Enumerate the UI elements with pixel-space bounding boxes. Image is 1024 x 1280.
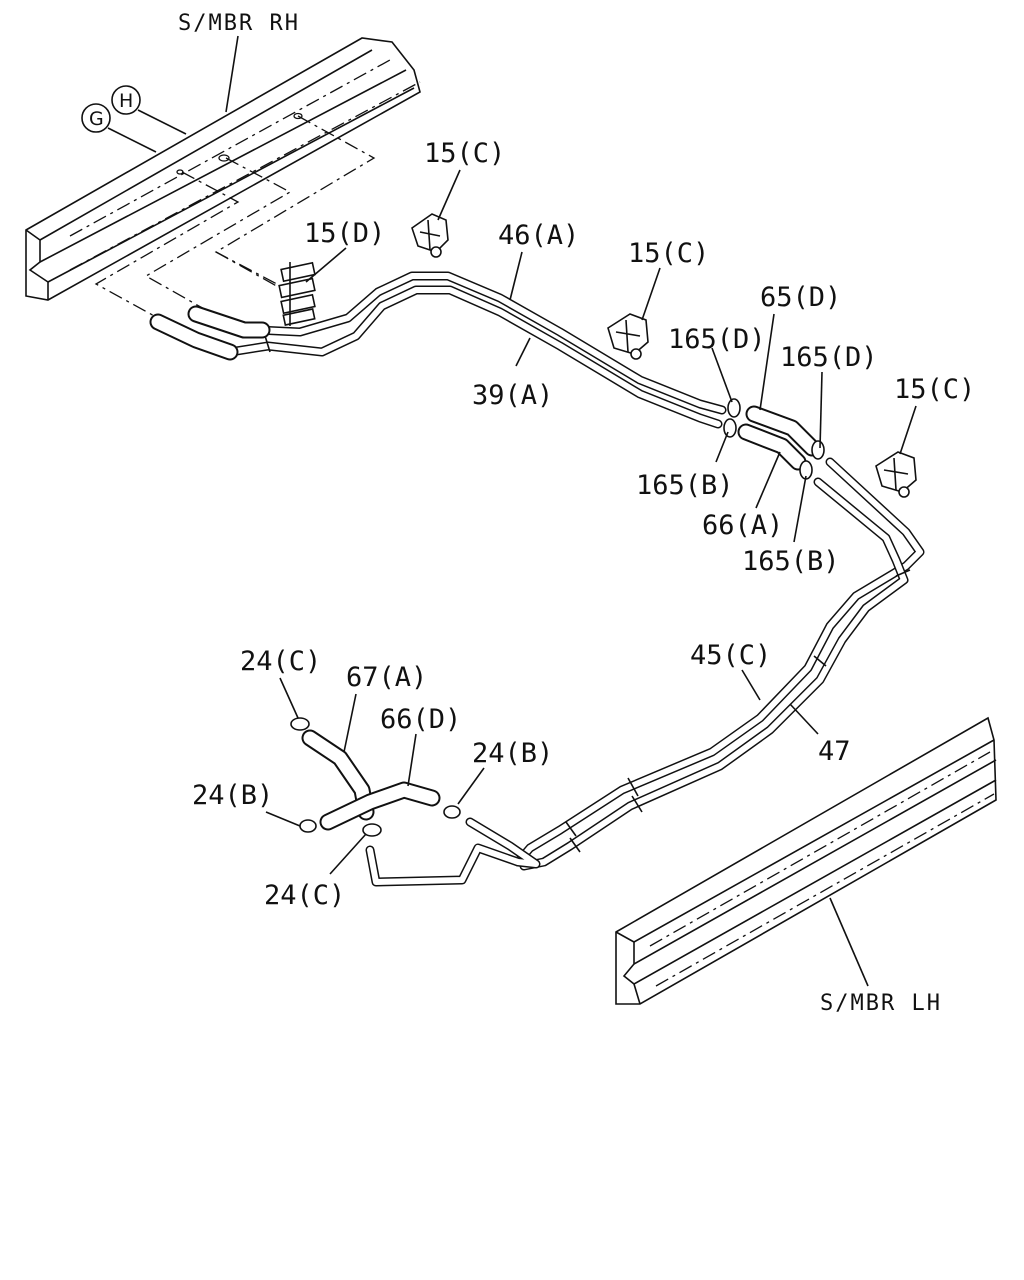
clamp-24b-2-icon: [443, 805, 461, 819]
label-smbr-lh: S/MBR LH: [820, 991, 942, 1016]
label-65d: 65(D): [760, 282, 841, 313]
clamp-24b-1-icon: [299, 819, 317, 833]
clamp-165b-1-icon: [723, 418, 737, 438]
label-circle-h: H: [119, 90, 133, 112]
clip-15c-2-icon: [607, 313, 649, 360]
circle-g-icon: [81, 103, 111, 133]
leader-lh: [829, 897, 869, 987]
label-165d-2: 165(D): [780, 342, 878, 373]
label-24b-2: 24(B): [472, 738, 553, 769]
clamp-24c-2-icon: [362, 823, 382, 837]
clamp-165d-2-icon: [811, 440, 825, 460]
side-member-lh: [615, 716, 997, 1005]
mounting-guides: [94, 115, 376, 319]
label-24b-1: 24(B): [192, 780, 273, 811]
label-39a: 39(A): [472, 380, 553, 411]
label-67a: 67(A): [346, 662, 427, 693]
label-45c: 45(C): [690, 640, 771, 671]
label-165b-1: 165(B): [636, 470, 734, 501]
clamp-24c-1-icon: [290, 717, 310, 731]
callout-leaders: [265, 169, 917, 875]
side-member-rh: [25, 37, 421, 301]
label-smbr-rh: S/MBR RH: [178, 11, 300, 36]
hoses: [149, 305, 821, 831]
label-24c-2: 24(C): [264, 880, 345, 911]
label-15c-3: 15(C): [894, 374, 975, 405]
circle-callout-group: [81, 85, 187, 153]
label-165b-2: 165(B): [742, 546, 840, 577]
label-15d: 15(D): [304, 218, 385, 249]
label-15c-1: 15(C): [424, 138, 505, 169]
label-66d: 66(D): [380, 704, 461, 735]
label-47: 47: [818, 736, 851, 767]
label-circle-g: G: [89, 108, 104, 130]
clip-15c-3-icon: [875, 451, 917, 498]
label-66a: 66(A): [702, 510, 783, 541]
clip-15d-icon: [278, 261, 316, 326]
label-24c-1: 24(C): [240, 646, 321, 677]
clip-15c-1-icon: [411, 213, 449, 258]
fuel-pipes: [205, 271, 925, 887]
clamp-165d-1-icon: [727, 398, 741, 418]
label-46a: 46(A): [498, 220, 579, 251]
hose-clamps: [290, 398, 825, 837]
circle-h-icon: [111, 85, 141, 115]
label-165d-1: 165(D): [668, 324, 766, 355]
leader-rh: [225, 35, 239, 113]
label-15c-2: 15(C): [628, 238, 709, 269]
